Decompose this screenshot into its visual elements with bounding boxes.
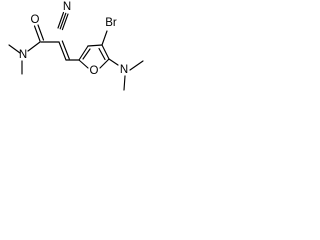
cyano-nitrogen-label: N [63,1,71,13]
furan-c4-c5-bond [101,44,110,60]
alkene-double-bond-a [58,41,67,61]
bromine-label: Br [105,17,117,29]
bromine-bond [101,30,108,46]
amide-n-methyl-bond-left [8,44,21,54]
carbonyl-double-bond-a [33,25,41,42]
carbonyl-double-bond-b [37,24,45,41]
furan-oxygen-label: O [90,65,99,77]
furan-c3-c4-bond [87,44,103,47]
dimethylamino-nitrogen-label: N [120,64,128,76]
atom-label-layer: N O N O Br N [19,1,128,77]
nitrile-triple-bond-b [59,12,67,30]
furan-c2-c3-bond [78,45,89,61]
amide-nitrogen-label: N [19,49,27,61]
furan-c5-o-bond [99,58,110,69]
alkene-double-bond-b [61,40,70,60]
chemical-structure-diagram: N O N O Br N [8,1,144,91]
amine-methyl-bond-right [129,60,144,71]
furan-c4-c5-inner-bond [98,47,106,61]
amine-methyl-bond-down [123,75,126,91]
carbonyl-oxygen-label: O [31,14,40,26]
furan-to-amine-bond [108,58,119,66]
amide-carbon-to-nitrogen-bond [27,41,41,52]
bond-layer [8,11,144,91]
furan-o-c2-bond [78,59,89,69]
furan-c2-c3-inner-bond [82,48,91,60]
nitrile-triple-bond-a [57,11,65,29]
nitrile-triple-bond-c [61,13,69,31]
